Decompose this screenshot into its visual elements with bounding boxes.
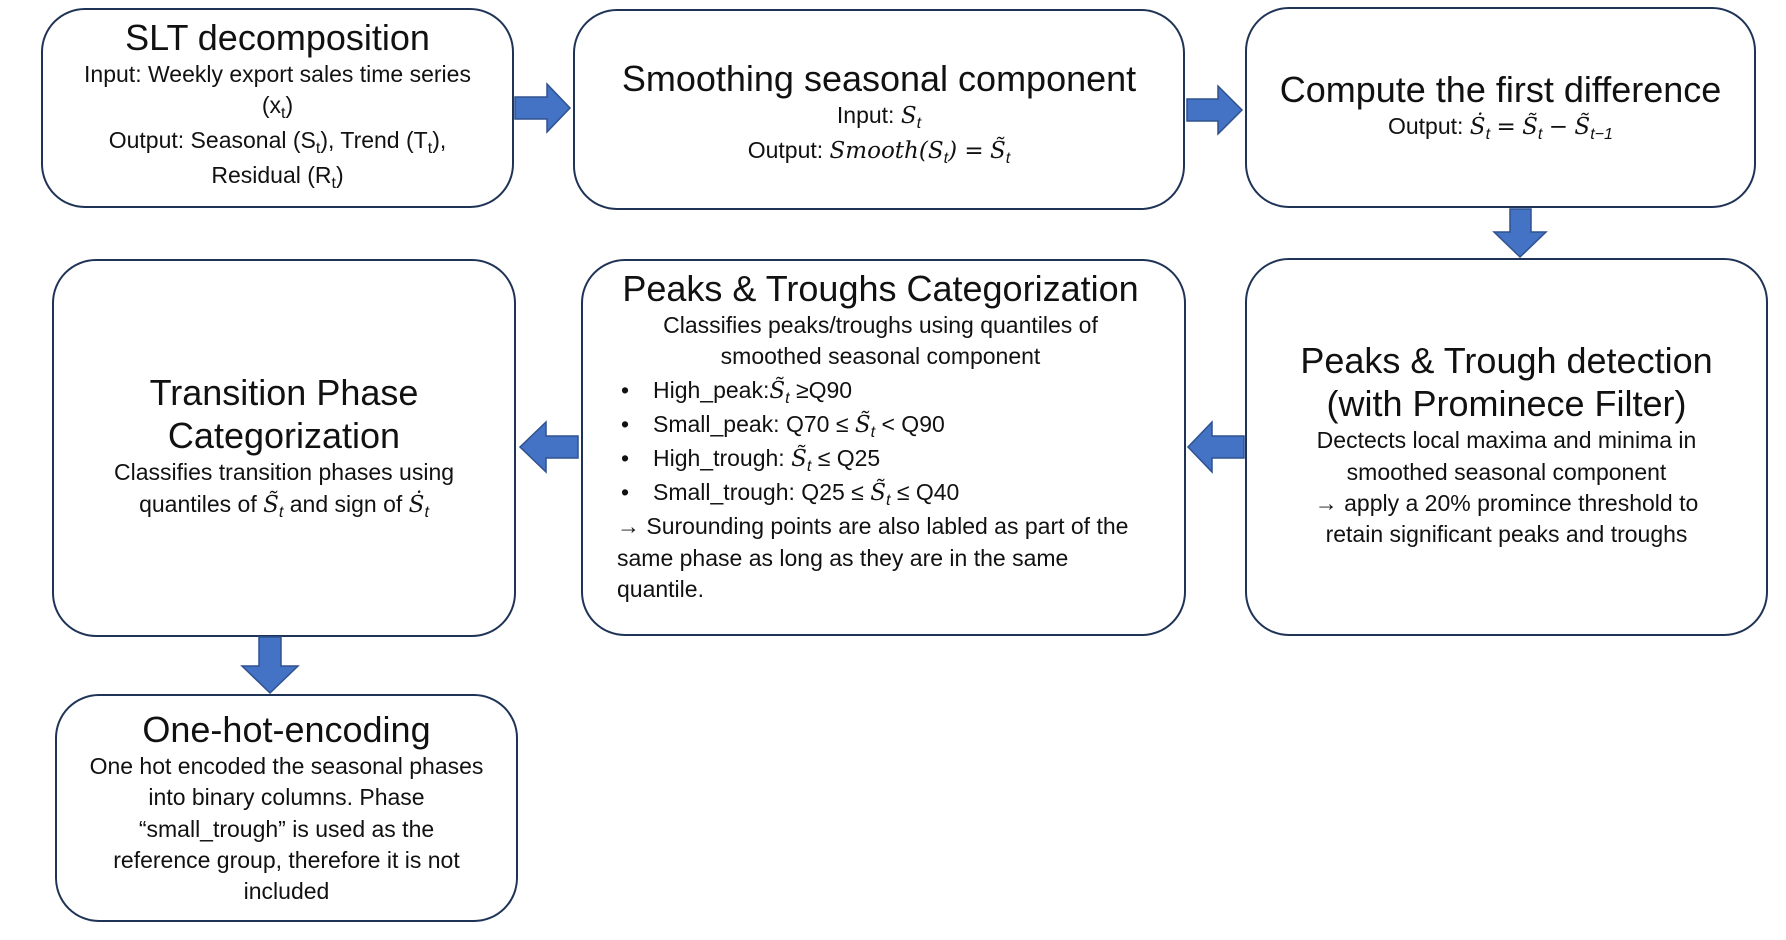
smoothing-title: Smoothing seasonal component (621, 58, 1137, 99)
detection-title-line2: (with Prominece Filter) (1326, 383, 1687, 425)
one-hot-desc-line1: One hot encoded the seasonal phases (89, 753, 484, 780)
note-line3: quantile. (617, 576, 704, 603)
slt-output-line: Output: Seasonal (St), Trend (Tt), (108, 127, 447, 157)
categorization-note: → Surounding points are also labled as p… (617, 511, 1144, 606)
smoothing-output-line: Output: Smooth(St) = S̃t (747, 136, 1011, 167)
one-hot-desc-line3: “small_trough” is used as the (138, 815, 435, 842)
arrow-categorization-to-transition (518, 420, 579, 474)
peak-trough-categorization-box: Peaks & Troughs Categorization Classifie… (581, 259, 1186, 636)
first-difference-box: Compute the first difference Output: Ṡt … (1245, 7, 1756, 208)
arrow-detection-to-categorization (1186, 420, 1245, 474)
one-hot-encoding-box: One-hot-encoding One hot encoded the sea… (55, 694, 518, 922)
categorization-title: Peaks & Troughs Categorization (622, 268, 1139, 309)
peak-trough-detection-box: Peaks & Trough detection (with Prominece… (1245, 258, 1768, 636)
slt-input-variable: (xt) (261, 92, 294, 123)
note-line2: same phase as long as they are in the sa… (617, 544, 1069, 571)
detection-desc-line3: → apply a 20% promince threshold to (1314, 489, 1699, 516)
note-line1: → Surounding points are also labled as p… (617, 512, 1129, 539)
categorization-bullet-list: High_peak:S̃t ≥Q90 Small_peak: Q70 ≤ S̃t… (617, 375, 1144, 511)
bullet-small-peak: Small_peak: Q70 ≤ S̃t < Q90 (617, 409, 1144, 443)
transition-desc-line2: quantiles of S̃t and sign of Ṡt (139, 490, 429, 521)
bullet-high-peak: High_peak:S̃t ≥Q90 (617, 375, 1144, 409)
one-hot-desc-line4: reference group, therefore it is not (113, 846, 460, 873)
arrow-smoothing-to-difference (1186, 84, 1244, 136)
slt-residual-line: Residual (Rt) (211, 161, 344, 192)
bullet-high-trough: High_trough: S̃t ≤ Q25 (617, 443, 1144, 477)
slt-decomposition-title: SLT decomposition (125, 17, 430, 58)
detection-title-line1: Peaks & Trough detection (1300, 340, 1713, 381)
first-difference-output-line: Output: Ṡt = S̃t − S̃t−1 (1387, 113, 1614, 144)
detection-desc-line2: smoothed seasonal component (1346, 458, 1667, 485)
one-hot-desc-line5: included (243, 878, 330, 905)
smoothing-input-line: Input: St (836, 102, 922, 133)
transition-phase-box: Transition Phase Categorization Classifi… (52, 259, 516, 637)
transition-desc-line1: Classifies transition phases using (113, 459, 455, 486)
arrow-transition-to-onehot (240, 636, 300, 695)
bullet-small-trough: Small_trough: Q25 ≤ S̃t ≤ Q40 (617, 477, 1144, 511)
first-difference-title: Compute the first difference (1279, 69, 1722, 110)
arrow-difference-to-detection (1492, 208, 1548, 259)
arrow-slt-to-smoothing (514, 82, 572, 134)
slt-input-line: Input: Weekly export sales time series (84, 61, 471, 88)
smoothing-box: Smoothing seasonal component Input: St O… (573, 9, 1185, 210)
detection-desc-line4: retain significant peaks and troughs (1325, 521, 1688, 548)
one-hot-desc-line2: into binary columns. Phase (148, 784, 425, 811)
transition-title-line2: Categorization (167, 415, 401, 457)
categorization-desc-line1: Classifies peaks/troughs using quantiles… (663, 312, 1098, 339)
transition-title-line1: Transition Phase (149, 372, 419, 413)
one-hot-title: One-hot-encoding (142, 709, 431, 750)
detection-desc-line1: Dectects local maxima and minima in (1316, 427, 1697, 454)
categorization-desc-line2: smoothed seasonal component (720, 343, 1041, 370)
slt-decomposition-box: SLT decomposition Input: Weekly export s… (41, 8, 514, 208)
